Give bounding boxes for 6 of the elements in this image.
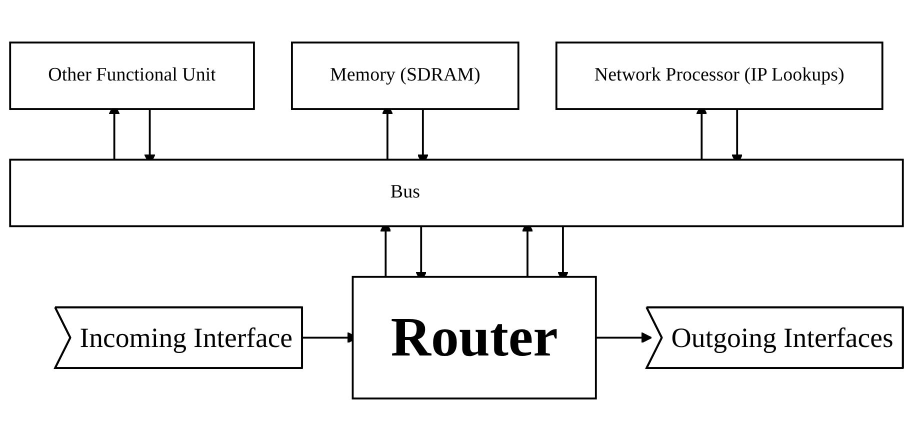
- arrow: [596, 332, 652, 344]
- node-box: Network Processor (IP Lookups): [555, 42, 884, 110]
- node-box: Router: [352, 276, 597, 400]
- node-box: Bus: [9, 158, 904, 228]
- node-box: Memory (SDRAM): [291, 42, 520, 110]
- node-box: Other Functional Unit: [9, 42, 255, 110]
